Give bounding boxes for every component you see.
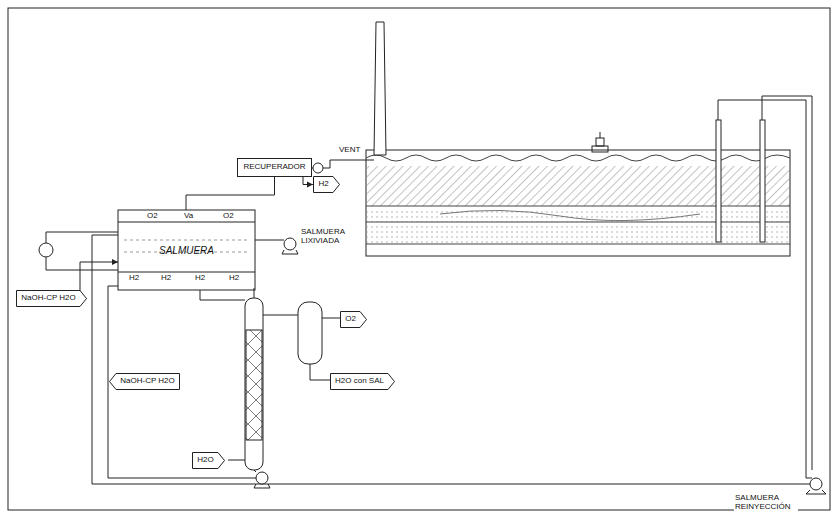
stream-tag: H2O	[192, 452, 225, 469]
node-text: SALMUERA	[159, 245, 214, 256]
equipment-box: RECUPERADOR	[237, 158, 312, 177]
vent-label: VENT	[338, 146, 361, 155]
gas-label: H2	[194, 274, 206, 283]
stream-tag: O2	[340, 311, 367, 328]
node-text: H2O con SAL	[335, 377, 384, 386]
node-text: NaOH-CP H2O	[120, 377, 175, 386]
node-text: H2	[318, 180, 328, 189]
node-text: NaOH-CP H2O	[21, 294, 76, 303]
stream-tag: NaOH-CP H2O	[109, 373, 180, 390]
gas-label: O2	[222, 212, 235, 221]
pipe-connector	[80, 259, 118, 299]
pipe-connector	[186, 177, 275, 210]
node-text: RECUPERADOR	[243, 163, 305, 172]
stream-label: SALMUERA REINYECCIÓN	[734, 494, 798, 512]
gas-label: H2	[128, 274, 140, 283]
node-text: O2	[345, 315, 356, 324]
stream-tag: H2	[313, 176, 340, 193]
node-text: H2O	[197, 456, 213, 465]
gas-label: Va	[183, 212, 194, 221]
gas-label: O2	[146, 212, 159, 221]
gas-label: H2	[160, 274, 172, 283]
gas-label: H2	[228, 274, 240, 283]
stream-label: SALMUERA LIXIVIADA	[300, 228, 364, 246]
stream-tag: H2O con SAL	[330, 373, 395, 390]
stream-tag: NaOH-CP H2O	[16, 290, 87, 307]
